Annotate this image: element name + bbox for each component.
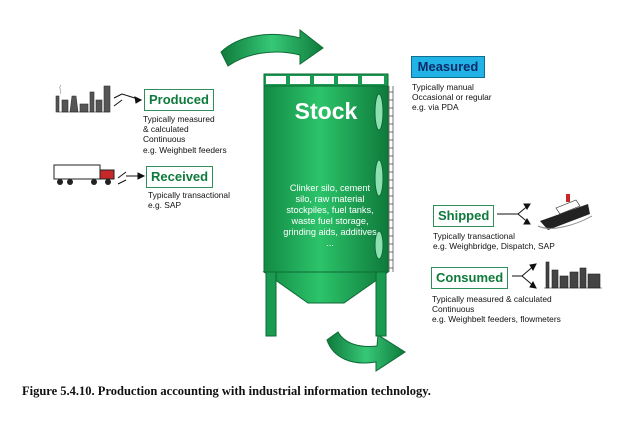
received-label: Received [146,166,214,188]
silo-line: grinding aids, additives [283,227,377,237]
silo-line: Clinker silo, cement [289,183,371,193]
truck-icon [53,164,115,185]
measured-line: Occasional or regular [412,92,492,103]
silo-contents: Clinker silo, cement silo, raw material … [274,183,386,249]
received-line: e.g. SAP [148,200,182,211]
silo-title: Stock [294,98,358,124]
silo-line: stockpiles, fuel tanks, [286,205,374,215]
consumed-line: Typically measured & calculated [432,294,552,304]
measured-line: e.g. via PDA [412,102,459,113]
silo-line: ... [326,238,334,248]
produced-label: Produced [144,89,214,111]
connector-produced [113,93,143,107]
produced-line: Typically measured [143,114,215,124]
consumed-line: e.g. Weighbelt feeders, flowmeters [432,314,561,325]
produced-line: & calculated [143,124,189,135]
measured-label: Measured [411,56,485,78]
produced-line: e.g. Weighbelt feeders [143,144,227,155]
consumed-label: Consumed [431,267,509,289]
factory-icon [544,261,602,289]
connector-received [117,171,146,185]
connector-consumed [512,263,537,289]
measured-notes: Typically manual Occasional or regular e… [412,82,492,113]
shipped-label: Shipped [433,205,495,227]
silo [262,73,390,337]
received-notes: Typically transactional e.g. SAP [148,190,230,210]
ship-icon [537,194,593,230]
received-line: Typically transactional [148,190,230,200]
connector-shipped [497,203,531,225]
consumed-line: Continuous [432,304,475,315]
inflow-arrow [220,28,324,67]
shipped-notes: Typically transactional e.g. Weighbridge… [433,231,555,251]
produced-line: Continuous [143,134,186,145]
silo-line: silo, raw material [295,194,365,204]
outflow-arrow [326,331,406,372]
shipped-line: Typically transactional [433,231,515,241]
plant-icon [55,84,111,113]
produced-notes: Typically measured & calculated Continuo… [143,114,227,155]
shipped-line: e.g. Weighbridge, Dispatch, SAP [433,241,555,252]
measured-line: Typically manual [412,82,474,92]
silo-ladder [388,86,394,272]
figure-caption: Figure 5.4.10. Production accounting wit… [22,384,431,398]
consumed-notes: Typically measured & calculated Continuo… [432,294,561,325]
silo-line: waste fuel storage, [291,216,369,226]
